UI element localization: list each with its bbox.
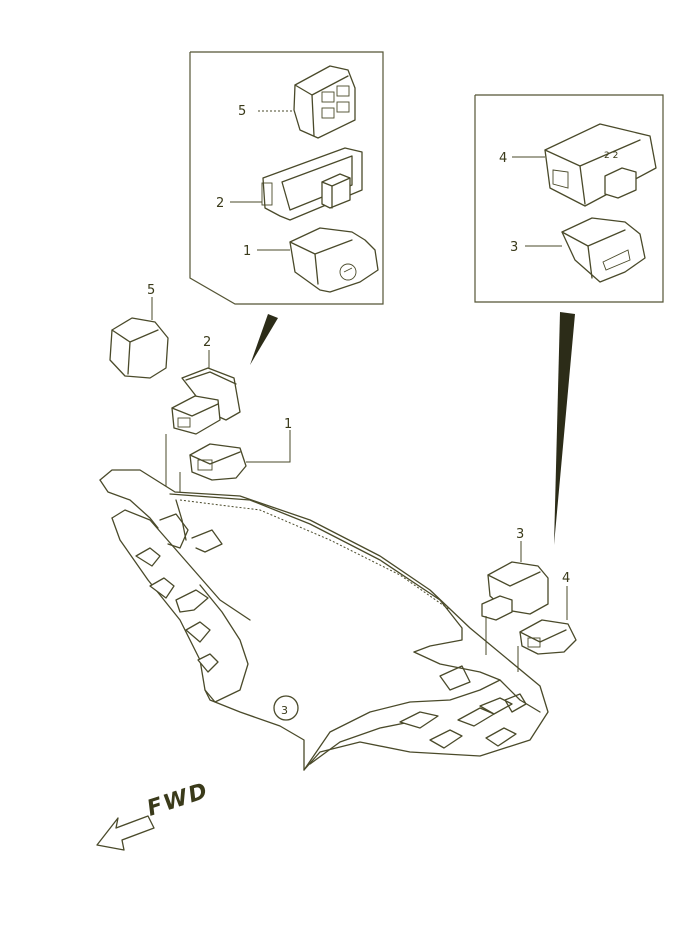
handlebar-cover: 3 [99, 469, 549, 771]
inset-part-4: 2 2 4 [499, 123, 657, 207]
svg-text:3: 3 [281, 704, 288, 717]
main-part-1: 1 [179, 417, 292, 492]
main-part-5: 5 [109, 283, 169, 379]
inset-pointer-left [250, 314, 278, 365]
inset-callout-2: 2 [216, 196, 224, 211]
main-part-2: 2 [165, 335, 241, 486]
main-callout-2: 2 [203, 335, 211, 350]
inset-box-right: 2 2 4 3 [474, 94, 664, 545]
inset-callout-4: 4 [499, 151, 507, 166]
inset-part-1: 1 [243, 227, 379, 293]
inset-callout-5: 5 [238, 104, 246, 119]
inset-part-3: 3 [510, 217, 646, 283]
main-callout-4: 4 [562, 571, 570, 586]
main-callout-5: 5 [147, 283, 155, 298]
svg-text:2 2: 2 2 [604, 151, 618, 161]
inset-part-5: 5 [238, 65, 356, 139]
inset-part-2: 2 [216, 147, 363, 221]
main-part-3: 3 [481, 527, 549, 655]
inset-pointer-right [554, 312, 575, 545]
inset-callout-1: 1 [243, 244, 251, 259]
left-arrow-icon [96, 815, 155, 851]
main-callout-3: 3 [516, 527, 524, 542]
fwd-indicator: FWD [96, 778, 212, 851]
fwd-label: FWD [144, 778, 212, 821]
main-part-4: 4 [517, 571, 577, 672]
main-callout-1: 1 [284, 417, 292, 432]
inset-box-left: 5 2 1 [189, 51, 384, 365]
inset-callout-3: 3 [510, 240, 518, 255]
